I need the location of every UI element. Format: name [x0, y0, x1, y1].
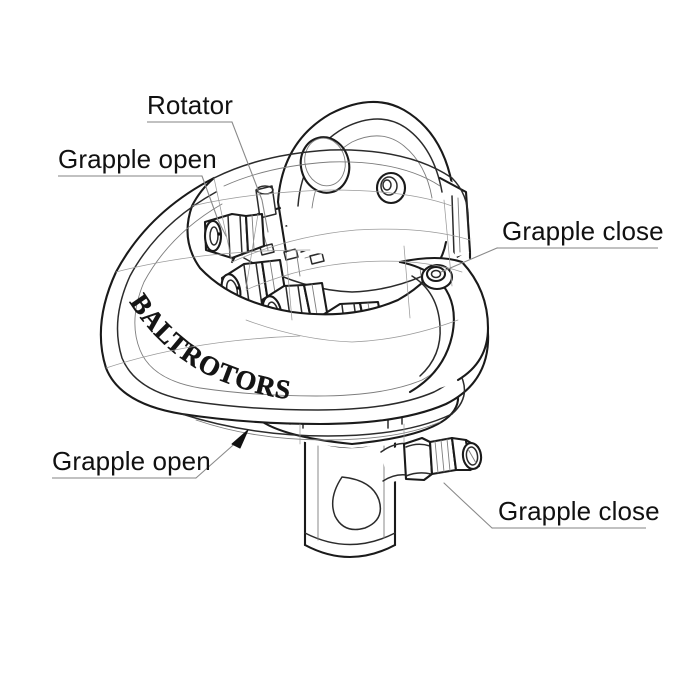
callout-label-grapple-close-top: Grapple close	[502, 216, 664, 246]
leader-grapple-open-bottom	[52, 429, 249, 479]
callout-label-grapple-close-bottom: Grapple close	[498, 496, 660, 526]
callout-label-grapple-open-top: Grapple open	[58, 144, 217, 174]
construction-lines	[105, 177, 471, 445]
callout-label-grapple-open-bottom: Grapple open	[52, 446, 211, 476]
leader-grapple-close-top	[440, 247, 658, 273]
leader-grapple-close-bottom	[443, 482, 646, 529]
side-fitting	[380, 436, 483, 483]
leader-rotator	[147, 121, 269, 233]
lower-shaft	[303, 435, 397, 563]
callout-label-rotator: Rotator	[147, 90, 233, 120]
leader-grapple-open-top	[58, 175, 227, 237]
